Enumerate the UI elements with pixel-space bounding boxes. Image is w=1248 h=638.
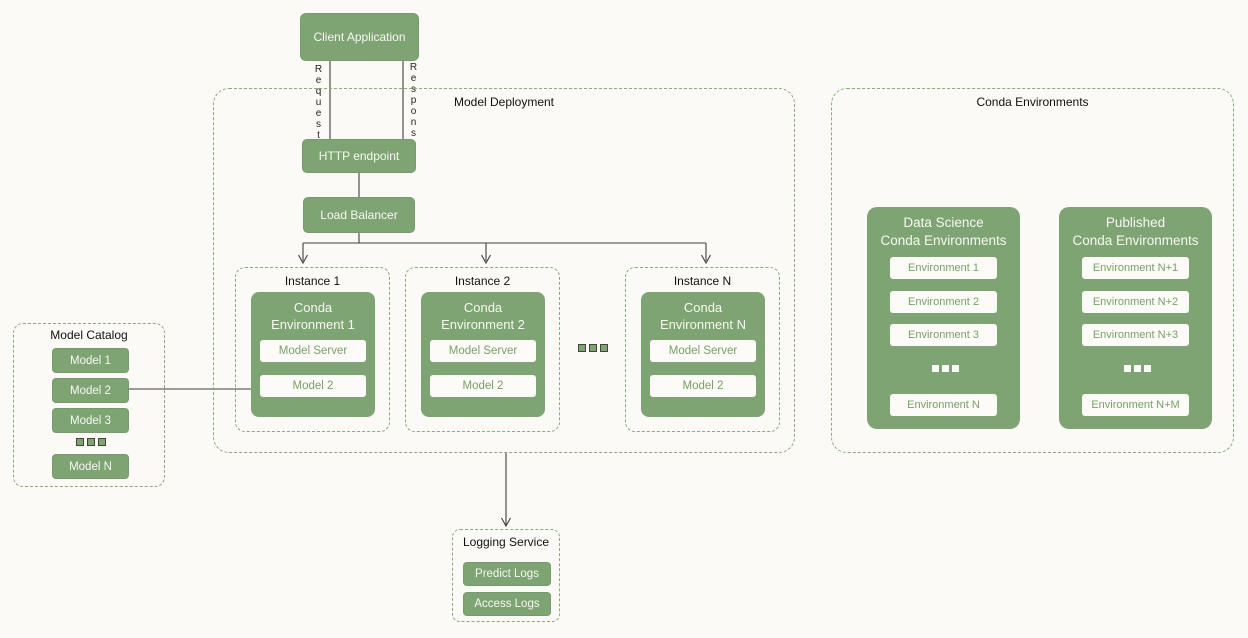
model-2-node[interactable]: Model 2 [52, 378, 129, 403]
environment-1-chip[interactable]: Environment 1 [890, 257, 997, 279]
conda-environment-1-title: Conda Environment 1 [271, 300, 355, 332]
instance-n-model-server-chip[interactable]: Model Server [650, 340, 756, 362]
predict-logs-node[interactable]: Predict Logs [463, 562, 551, 586]
instances-ellipsis-icon [578, 344, 608, 352]
model-catalog-container: Model Catalog Model 1 Model 2 Model 3 Mo… [13, 323, 165, 487]
conda-environment-n-title: Conda Environment N [660, 300, 746, 332]
load-balancer-node[interactable]: Load Balancer [303, 197, 415, 233]
request-edge-label: Request [313, 64, 324, 141]
access-logs-node[interactable]: Access Logs [463, 592, 551, 616]
instance-1-container: Instance 1 Conda Environment 1 Model Ser… [235, 267, 390, 432]
environment-n-chip[interactable]: Environment N [890, 394, 997, 416]
environment-n1-chip[interactable]: Environment N+1 [1082, 257, 1189, 279]
instance-2-container: Instance 2 Conda Environment 2 Model Ser… [405, 267, 560, 432]
logging-service-title: Logging Service [462, 535, 550, 549]
conda-environments-title: Conda Environments [976, 95, 1089, 109]
conda-environment-n-node[interactable]: Conda Environment N Model Server Model 2 [641, 292, 765, 417]
http-endpoint-label: HTTP endpoint [318, 149, 400, 163]
instance-2-label: Instance 2 [454, 274, 511, 288]
environment-n3-chip[interactable]: Environment N+3 [1082, 324, 1189, 346]
data-science-environments-group[interactable]: Data Science Conda Environments Environm… [867, 207, 1020, 429]
instance-1-model-server-chip[interactable]: Model Server [260, 340, 366, 362]
response-edge-label: Response [408, 62, 419, 150]
environment-3-chip[interactable]: Environment 3 [890, 324, 997, 346]
data-science-group-title: Data Science Conda Environments [880, 215, 1007, 248]
published-ellipsis-icon [1124, 365, 1151, 372]
published-environments-group[interactable]: Published Conda Environments Environment… [1059, 207, 1212, 429]
conda-environments-container: Conda Environments Data Science Conda En… [831, 88, 1234, 453]
client-application-node[interactable]: Client Application [300, 13, 419, 61]
model-3-node[interactable]: Model 3 [52, 408, 129, 433]
instance-1-label: Instance 1 [284, 274, 341, 288]
conda-environment-2-title: Conda Environment 2 [441, 300, 525, 332]
instance-n-label: Instance N [673, 274, 732, 288]
logging-service-container: Logging Service Predict Logs Access Logs [452, 529, 560, 622]
conda-environment-2-node[interactable]: Conda Environment 2 Model Server Model 2 [421, 292, 545, 417]
instance-n-model-2-chip[interactable]: Model 2 [650, 375, 756, 397]
environment-n2-chip[interactable]: Environment N+2 [1082, 291, 1189, 313]
instance-2-model-server-chip[interactable]: Model Server [430, 340, 536, 362]
instance-n-container: Instance N Conda Environment N Model Ser… [625, 267, 780, 432]
model-deployment-container: Model Deployment [213, 88, 795, 453]
model-catalog-title: Model Catalog [50, 328, 128, 342]
load-balancer-label: Load Balancer [320, 208, 398, 222]
model-deployment-title: Model Deployment [453, 95, 555, 109]
arrowhead-logging [501, 517, 511, 528]
published-group-title: Published Conda Environments [1072, 215, 1199, 248]
conda-environment-1-node[interactable]: Conda Environment 1 Model Server Model 2 [251, 292, 375, 417]
http-endpoint-node[interactable]: HTTP endpoint [302, 139, 416, 173]
instance-1-model-2-chip[interactable]: Model 2 [260, 375, 366, 397]
model-catalog-ellipsis-icon [76, 438, 106, 446]
model-n-node[interactable]: Model N [52, 454, 129, 479]
instance-2-model-2-chip[interactable]: Model 2 [430, 375, 536, 397]
environment-2-chip[interactable]: Environment 2 [890, 291, 997, 313]
data-science-ellipsis-icon [932, 365, 959, 372]
client-application-label: Client Application [313, 30, 406, 44]
environment-nm-chip[interactable]: Environment N+M [1082, 394, 1189, 416]
model-1-node[interactable]: Model 1 [52, 348, 129, 373]
